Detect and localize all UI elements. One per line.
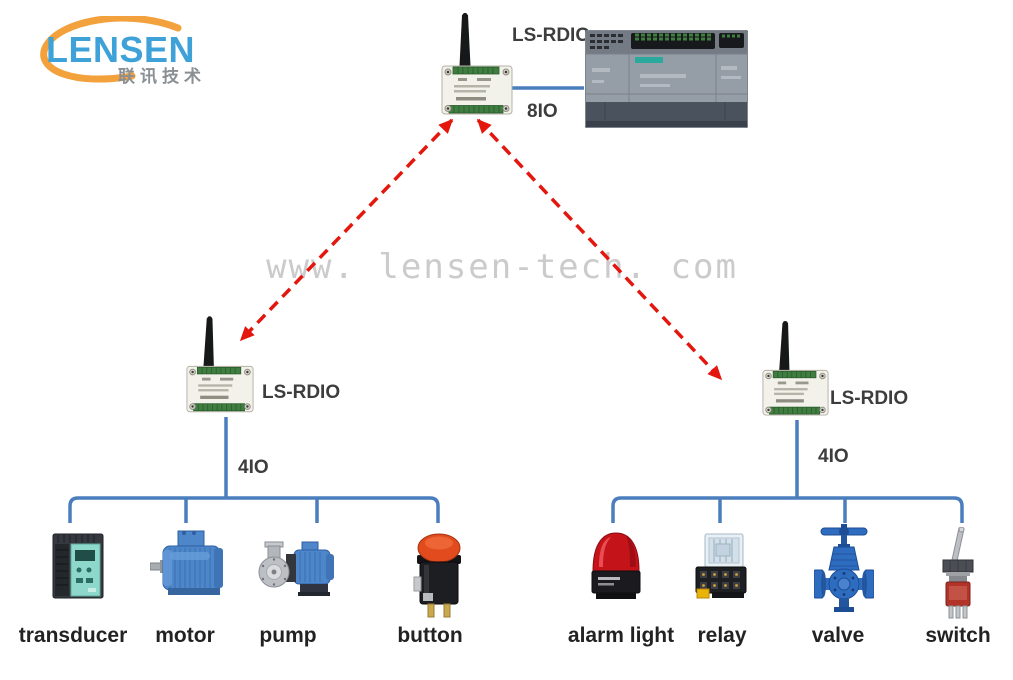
- left-rdio-module-image: [186, 316, 254, 413]
- device-label-button: button: [397, 624, 463, 647]
- plc-vent-grid: [590, 34, 623, 49]
- lensen-logo: LENSEN 联讯技术: [28, 16, 228, 92]
- left-io-bus: [68, 417, 440, 523]
- left-module-label: LS-RDIO: [262, 382, 341, 403]
- logo-swoosh-icon: [40, 16, 182, 83]
- plc-brand-bar: [635, 57, 663, 63]
- button-image: [413, 533, 461, 618]
- antenna-icon: [203, 318, 214, 367]
- motor-image: [150, 530, 223, 595]
- antenna-icon: [459, 15, 471, 66]
- device-label-relay: relay: [697, 624, 747, 647]
- transducer-image: [52, 533, 104, 599]
- valve-image: [814, 524, 874, 612]
- corner-screws: [444, 68, 510, 112]
- left-io-label: 4IO: [238, 457, 269, 478]
- right-module-label: LS-RDIO: [830, 388, 909, 409]
- logo-brand-text: LENSEN: [46, 29, 196, 70]
- alarm-light-image: [591, 532, 641, 599]
- logo-subtitle-text: 联讯技术: [118, 67, 206, 86]
- device-label-transducer: transducer: [18, 624, 128, 647]
- device-label-motor: motor: [155, 624, 215, 647]
- device-label-switch: switch: [925, 624, 991, 647]
- device-label-valve: valve: [811, 624, 865, 647]
- right-io-bus: [611, 420, 964, 523]
- master-module-label: LS-RDIO: [512, 25, 591, 46]
- corner-screws: [189, 368, 251, 410]
- plc-image: [585, 30, 748, 128]
- switch-image: [942, 527, 974, 619]
- relay-image: [695, 533, 747, 599]
- pump-image: [258, 541, 334, 596]
- master-io-label: 8IO: [527, 101, 558, 122]
- device-label-pump: pump: [259, 624, 317, 647]
- device-label-alarm-light: alarm light: [567, 624, 675, 647]
- corner-screws: [765, 372, 826, 414]
- right-rdio-module-image: [762, 320, 829, 416]
- right-io-label: 4IO: [818, 446, 849, 467]
- radio-link-right-arrow: [476, 118, 723, 381]
- master-rdio-module-image: [441, 12, 513, 115]
- radio-link-left-arrow: [239, 118, 454, 342]
- antenna-icon: [779, 322, 790, 371]
